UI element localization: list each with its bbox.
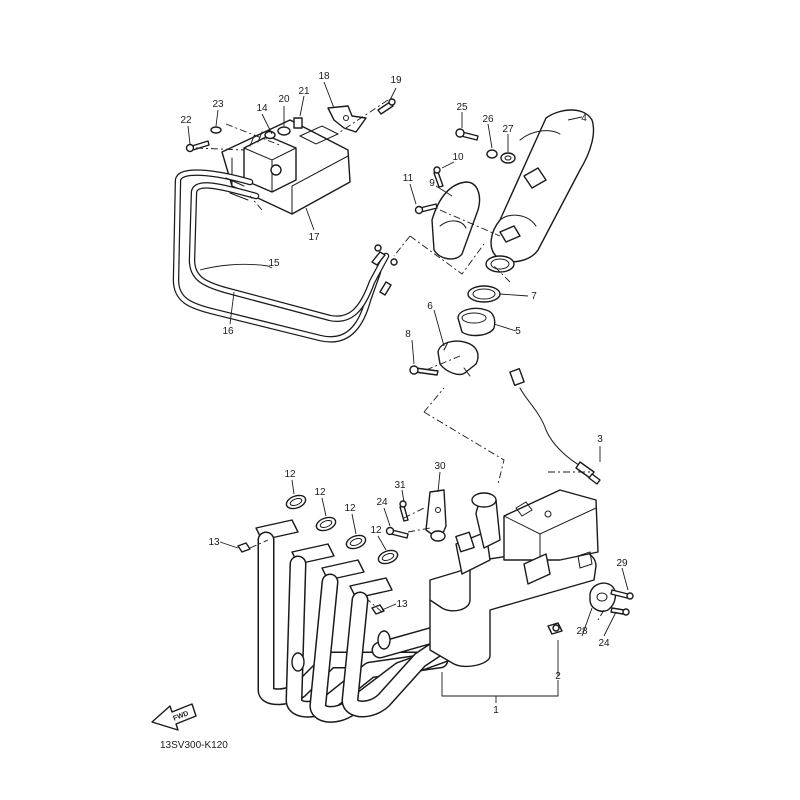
washer — [210, 126, 222, 134]
callout-26: 26 — [482, 114, 494, 125]
exup-cables — [172, 169, 398, 343]
muffler-assembly — [409, 109, 601, 485]
header-pipes — [255, 519, 470, 723]
bottom-hardware — [237, 489, 634, 616]
callout-20: 20 — [278, 94, 290, 105]
pipe-end — [377, 630, 391, 650]
muffler — [490, 109, 595, 263]
clamp — [437, 340, 479, 376]
callout-29: 29 — [616, 558, 628, 569]
callout-23: 23 — [212, 99, 224, 110]
collar — [264, 130, 276, 140]
joint-pipe — [457, 307, 496, 337]
damper — [430, 530, 446, 542]
callout-7: 7 — [531, 291, 537, 302]
grommet — [277, 126, 291, 136]
callout-28: 28 — [576, 626, 588, 637]
callout-3: 3 — [597, 434, 603, 445]
callout-17: 17 — [308, 232, 320, 243]
bolt — [399, 505, 409, 522]
callout-6: 6 — [427, 301, 433, 312]
callout-14: 14 — [256, 103, 268, 114]
callout-30: 30 — [434, 461, 446, 472]
callout-22: 22 — [180, 115, 192, 126]
callout-labels: 1 2 3 4 5 6 7 8 9 10 11 12 12 12 12 13 1… — [180, 71, 628, 716]
servo-stay-plate — [327, 105, 367, 133]
collector-box — [429, 489, 599, 668]
bolt — [377, 101, 394, 115]
callout-12c: 12 — [344, 503, 356, 514]
callout-24a: 24 — [376, 497, 388, 508]
bolt — [433, 171, 444, 188]
callout-27: 27 — [502, 124, 514, 135]
assembly-lines — [195, 99, 605, 621]
leader-lines — [187, 81, 629, 703]
o2-sensor — [509, 368, 601, 485]
callout-4: 4 — [581, 113, 587, 124]
callout-24b: 24 — [598, 638, 610, 649]
callout-31: 31 — [394, 480, 406, 491]
bolt — [610, 607, 625, 615]
callout-12b: 12 — [314, 487, 326, 498]
servo-pulley — [270, 164, 282, 176]
callout-19: 19 — [390, 75, 402, 86]
callout-9: 9 — [429, 178, 435, 189]
callout-13a: 13 — [208, 537, 220, 548]
port-gaskets — [285, 494, 399, 565]
callout-1: 1 — [493, 705, 499, 716]
callout-13b: 13 — [396, 599, 408, 610]
collar — [293, 117, 303, 129]
callout-25: 25 — [456, 102, 468, 113]
drawing-code: 13SV300-K120 — [160, 740, 228, 751]
callout-8: 8 — [405, 329, 411, 340]
callout-11: 11 — [403, 173, 414, 184]
callout-5: 5 — [515, 326, 521, 337]
callout-10: 10 — [452, 152, 464, 163]
callout-21: 21 — [298, 86, 310, 97]
callout-12a: 12 — [284, 469, 296, 480]
callout-16: 16 — [222, 326, 234, 337]
exup-servo-assembly — [172, 98, 398, 343]
callout-12d: 12 — [370, 525, 382, 536]
muffler-cover — [431, 181, 481, 260]
washer — [486, 149, 498, 159]
damper — [589, 582, 617, 612]
callout-15: 15 — [268, 258, 280, 269]
pipe-end — [291, 652, 305, 672]
muffler-bracket — [523, 167, 547, 189]
callout-2: 2 — [555, 671, 561, 682]
callout-18: 18 — [318, 71, 330, 82]
damper — [500, 152, 516, 164]
fwd-arrow: FWD — [151, 703, 197, 731]
muffler-inlet — [485, 255, 515, 273]
